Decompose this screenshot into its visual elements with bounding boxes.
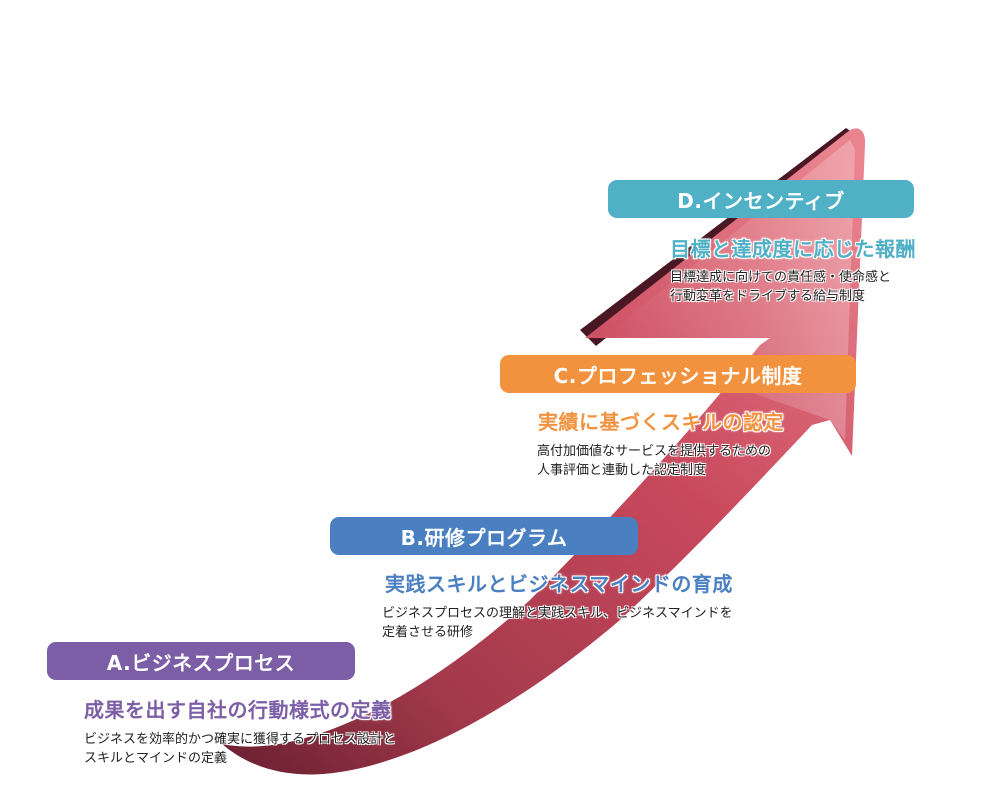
step-c-desc-line: 高付加価値なサービスを提供するための bbox=[537, 444, 772, 459]
step-a-description: ビジネスを効率的かつ確実に獲得するプロセス設計と スキルとマインドの定義 bbox=[84, 730, 396, 768]
step-a-desc-line: スキルとマインドの定義 bbox=[84, 751, 228, 766]
step-a-label: A.ビジネスプロセス bbox=[47, 642, 355, 680]
step-d-desc-line: 行動変革をドライブする給与制度 bbox=[670, 289, 866, 304]
step-b-desc-line: 定着させる研修 bbox=[382, 625, 474, 640]
step-d-desc-line: 目標達成に向けての責任感・使命感と bbox=[670, 270, 892, 285]
step-c-headline: 実績に基づくスキルの認定 bbox=[538, 410, 784, 434]
step-b-desc-line: ビジネスプロセスの理解と実践スキル、ビジネスマインドを bbox=[382, 606, 733, 621]
step-b-headline: 実践スキルとビジネスマインドの育成 bbox=[385, 572, 733, 596]
step-d-label: D.インセンティブ bbox=[608, 180, 914, 218]
step-c-label: C.プロフェッショナル制度 bbox=[500, 355, 856, 393]
step-d-description: 目標達成に向けての責任感・使命感と 行動変革をドライブする給与制度 bbox=[670, 268, 891, 306]
step-d-headline: 目標と達成度に応じた報酬 bbox=[670, 237, 916, 261]
step-c-desc-line: 人事評価と連動した認定制度 bbox=[537, 463, 707, 478]
step-b-description: ビジネスプロセスの理解と実践スキル、ビジネスマインドを 定着させる研修 bbox=[382, 604, 733, 642]
step-b-label: B.研修プログラム bbox=[330, 517, 638, 555]
step-a-headline: 成果を出す自社の行動様式の定義 bbox=[84, 698, 392, 722]
step-a-desc-line: ビジネスを効率的かつ確実に獲得するプロセス設計と bbox=[84, 732, 397, 747]
step-c-description: 高付加価値なサービスを提供するための 人事評価と連動した認定制度 bbox=[537, 442, 771, 480]
